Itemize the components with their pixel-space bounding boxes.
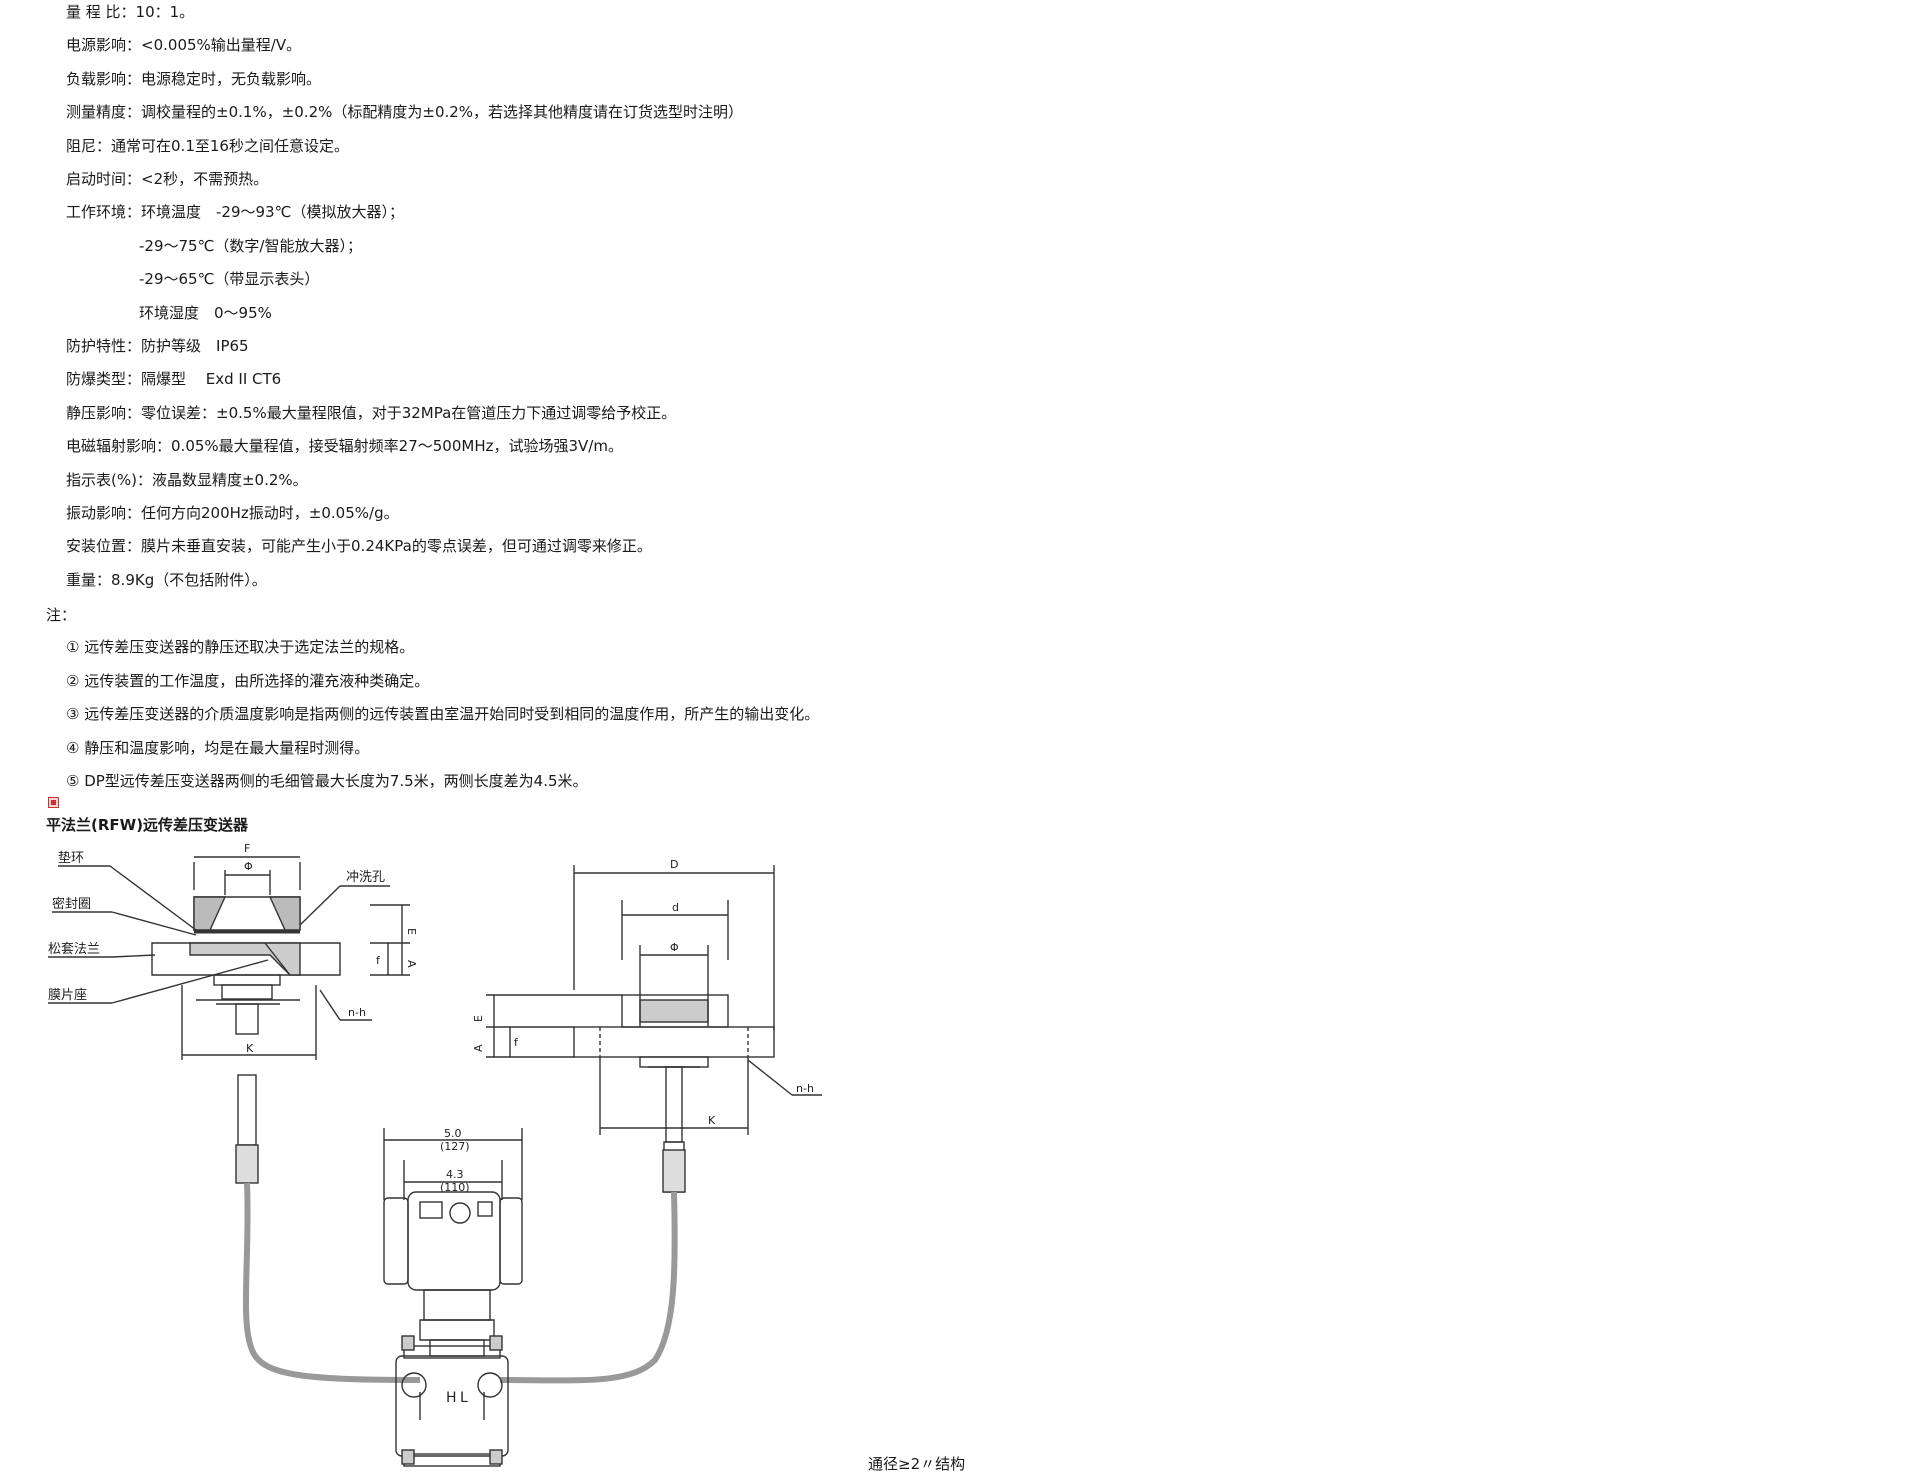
dim-w2: 4.3 xyxy=(446,1168,464,1181)
note-item: ④ 静压和温度影响，均是在最大量程时测得。 xyxy=(66,738,370,757)
spec-value: <0.005%输出量程/V。 xyxy=(141,36,302,55)
spec-label: 量 程 比： xyxy=(66,3,136,21)
dim-F: F xyxy=(244,842,250,855)
note-item: ⑤ DP型远传差压变送器两侧的毛细管最大长度为7.5米，两侧长度差为4.5米。 xyxy=(66,772,588,790)
spec-label: 测量精度： xyxy=(66,103,142,122)
spec-label: 阻尼： xyxy=(66,136,112,155)
spec-label: 防护特性： xyxy=(66,337,142,355)
dim-phi-left: Φ xyxy=(244,860,253,873)
spec-value: 电源稳定时，无负载影响。 xyxy=(141,69,322,88)
spec-row: 振动影响：任何方向200Hz振动时，±0.05%/g。 xyxy=(66,503,399,523)
spec-row: 测量精度：调校量程的±0.1%，±0.2%（标配精度为±0.2%，若选择其他精度… xyxy=(66,102,743,122)
spec-value: 环境湿度 0～95% xyxy=(139,303,272,322)
spec-value: 8.9Kg（不包括附件）。 xyxy=(111,570,267,589)
note-item: ② 远传装置的工作温度，由所选择的灌充液种类确定。 xyxy=(66,671,430,690)
dim-D: D xyxy=(670,858,678,871)
spec-value: -29～75℃（数字/智能放大器）； xyxy=(139,236,362,255)
dim-E-right: E xyxy=(472,1015,485,1022)
dim-w1: 5.0 xyxy=(444,1127,462,1140)
note-item: ① 远传差压变送器的静压还取决于选定法兰的规格。 xyxy=(66,638,415,656)
spec-value: <2秒，不需预热。 xyxy=(141,170,269,188)
spec-row: 防护特性：防护等级 IP65 xyxy=(66,336,249,356)
spec-label: 电源影响： xyxy=(66,36,142,55)
bullet-icon xyxy=(48,797,59,808)
dim-phi-right: Φ xyxy=(670,941,679,954)
spec-value: 防护等级 IP65 xyxy=(141,337,249,355)
spec-value: 隔爆型 Exd II CT6 xyxy=(141,370,282,389)
spec-label: 负载影响： xyxy=(66,69,142,88)
spec-row: -29～65℃（带显示表头） xyxy=(139,269,319,289)
spec-value: -29～65℃（带显示表头） xyxy=(139,270,320,289)
spec-value: 通常可在0.1至16秒之间任意设定。 xyxy=(111,136,349,155)
dim-f-left: f xyxy=(376,954,381,967)
spec-row: 重量：8.9Kg（不包括附件）。 xyxy=(66,570,267,590)
spec-value: 0.05%最大量程值，接受辐射频率27～500MHz，试验场强3V/m。 xyxy=(171,437,623,456)
dim-nh-left: n-h xyxy=(348,1006,366,1019)
spec-value: 调校量程的±0.1%，±0.2%（标配精度为±0.2%，若选择其他精度请在订货选… xyxy=(141,103,744,122)
dim-K-right: K xyxy=(708,1114,716,1127)
spec-row: 静压影响：零位误差：±0.5%最大量程限值，对于32MPa在管道压力下通过调零给… xyxy=(66,403,676,423)
dim-f-right: f xyxy=(514,1036,519,1049)
spec-label: 静压影响： xyxy=(66,403,142,422)
notes-title: 注： xyxy=(46,606,77,624)
spec-row: 工作环境：环境温度 -29～93℃（模拟放大器）； xyxy=(66,202,404,222)
spec-row: 指示表(%)：液晶数显精度±0.2%。 xyxy=(66,470,308,490)
spec-row: 负载影响：电源稳定时，无负载影响。 xyxy=(66,69,321,89)
dim-E-left: E xyxy=(405,928,418,935)
dim-nh-right: n-h xyxy=(796,1082,814,1095)
label-seal: 密封圈 xyxy=(52,896,91,912)
label-gasket: 垫环 xyxy=(58,850,84,866)
label-flush-hole: 冲洗孔 xyxy=(346,870,385,885)
spec-value: 零位误差：±0.5%最大量程限值，对于32MPa在管道压力下通过调零给予校正。 xyxy=(141,403,677,422)
spec-label: 重量： xyxy=(66,570,112,589)
dim-H: H xyxy=(446,1390,457,1406)
spec-row: 环境湿度 0～95% xyxy=(139,303,272,323)
spec-row: 电磁辐射影响：0.05%最大量程值，接受辐射频率27～500MHz，试验场强3V… xyxy=(66,436,623,456)
dim-K-left: K xyxy=(246,1042,254,1055)
note-item: ③ 远传差压变送器的介质温度影响是指两侧的远传装置由室温开始同时受到相同的温度作… xyxy=(66,705,820,723)
label-loose-flange: 松套法兰 xyxy=(48,941,100,957)
dim-w2b: (110) xyxy=(440,1181,470,1194)
dim-L: L xyxy=(460,1390,468,1406)
spec-label: 启动时间： xyxy=(66,170,142,188)
spec-row: 量 程 比：10：1。 xyxy=(66,2,194,22)
dim-d: d xyxy=(672,901,679,914)
spec-label: 电磁辐射影响： xyxy=(66,437,172,456)
spec-label: 振动影响： xyxy=(66,504,142,522)
spec-value: 液晶数显精度±0.2%。 xyxy=(151,470,308,489)
spec-label: 安装位置： xyxy=(66,537,142,556)
spec-row: 电源影响：<0.005%输出量程/V。 xyxy=(66,35,301,55)
spec-value: 环境温度 -29～93℃（模拟放大器）； xyxy=(141,203,404,222)
figure-title: 平法兰(RFW)远传差压变送器 xyxy=(46,816,249,834)
dim-A-right: A xyxy=(472,1044,485,1052)
spec-label: 工作环境： xyxy=(66,203,142,222)
spec-label: 防爆类型： xyxy=(66,370,142,389)
figure-caption: 通径≥2〃结构 xyxy=(868,1455,966,1473)
spec-value: 10：1。 xyxy=(135,3,195,21)
spec-row: 阻尼：通常可在0.1至16秒之间任意设定。 xyxy=(66,136,349,156)
spec-row: -29～75℃（数字/智能放大器）； xyxy=(139,236,362,256)
spec-row: 安装位置：膜片未垂直安装，可能产生小于0.24KPa的零点误差，但可通过调零来修… xyxy=(66,536,652,556)
dim-w1b: (127) xyxy=(440,1140,470,1153)
spec-label: 指示表(%)： xyxy=(66,470,152,489)
label-diaphragm-seat: 膜片座 xyxy=(48,988,87,1003)
dim-A-left: A xyxy=(405,960,418,968)
spec-value: 任何方向200Hz振动时，±0.05%/g。 xyxy=(141,504,399,522)
spec-value: 膜片未垂直安装，可能产生小于0.24KPa的零点误差，但可通过调零来修正。 xyxy=(141,537,652,556)
spec-row: 启动时间：<2秒，不需预热。 xyxy=(66,169,268,189)
spec-row: 防爆类型：隔爆型 Exd II CT6 xyxy=(66,369,281,389)
